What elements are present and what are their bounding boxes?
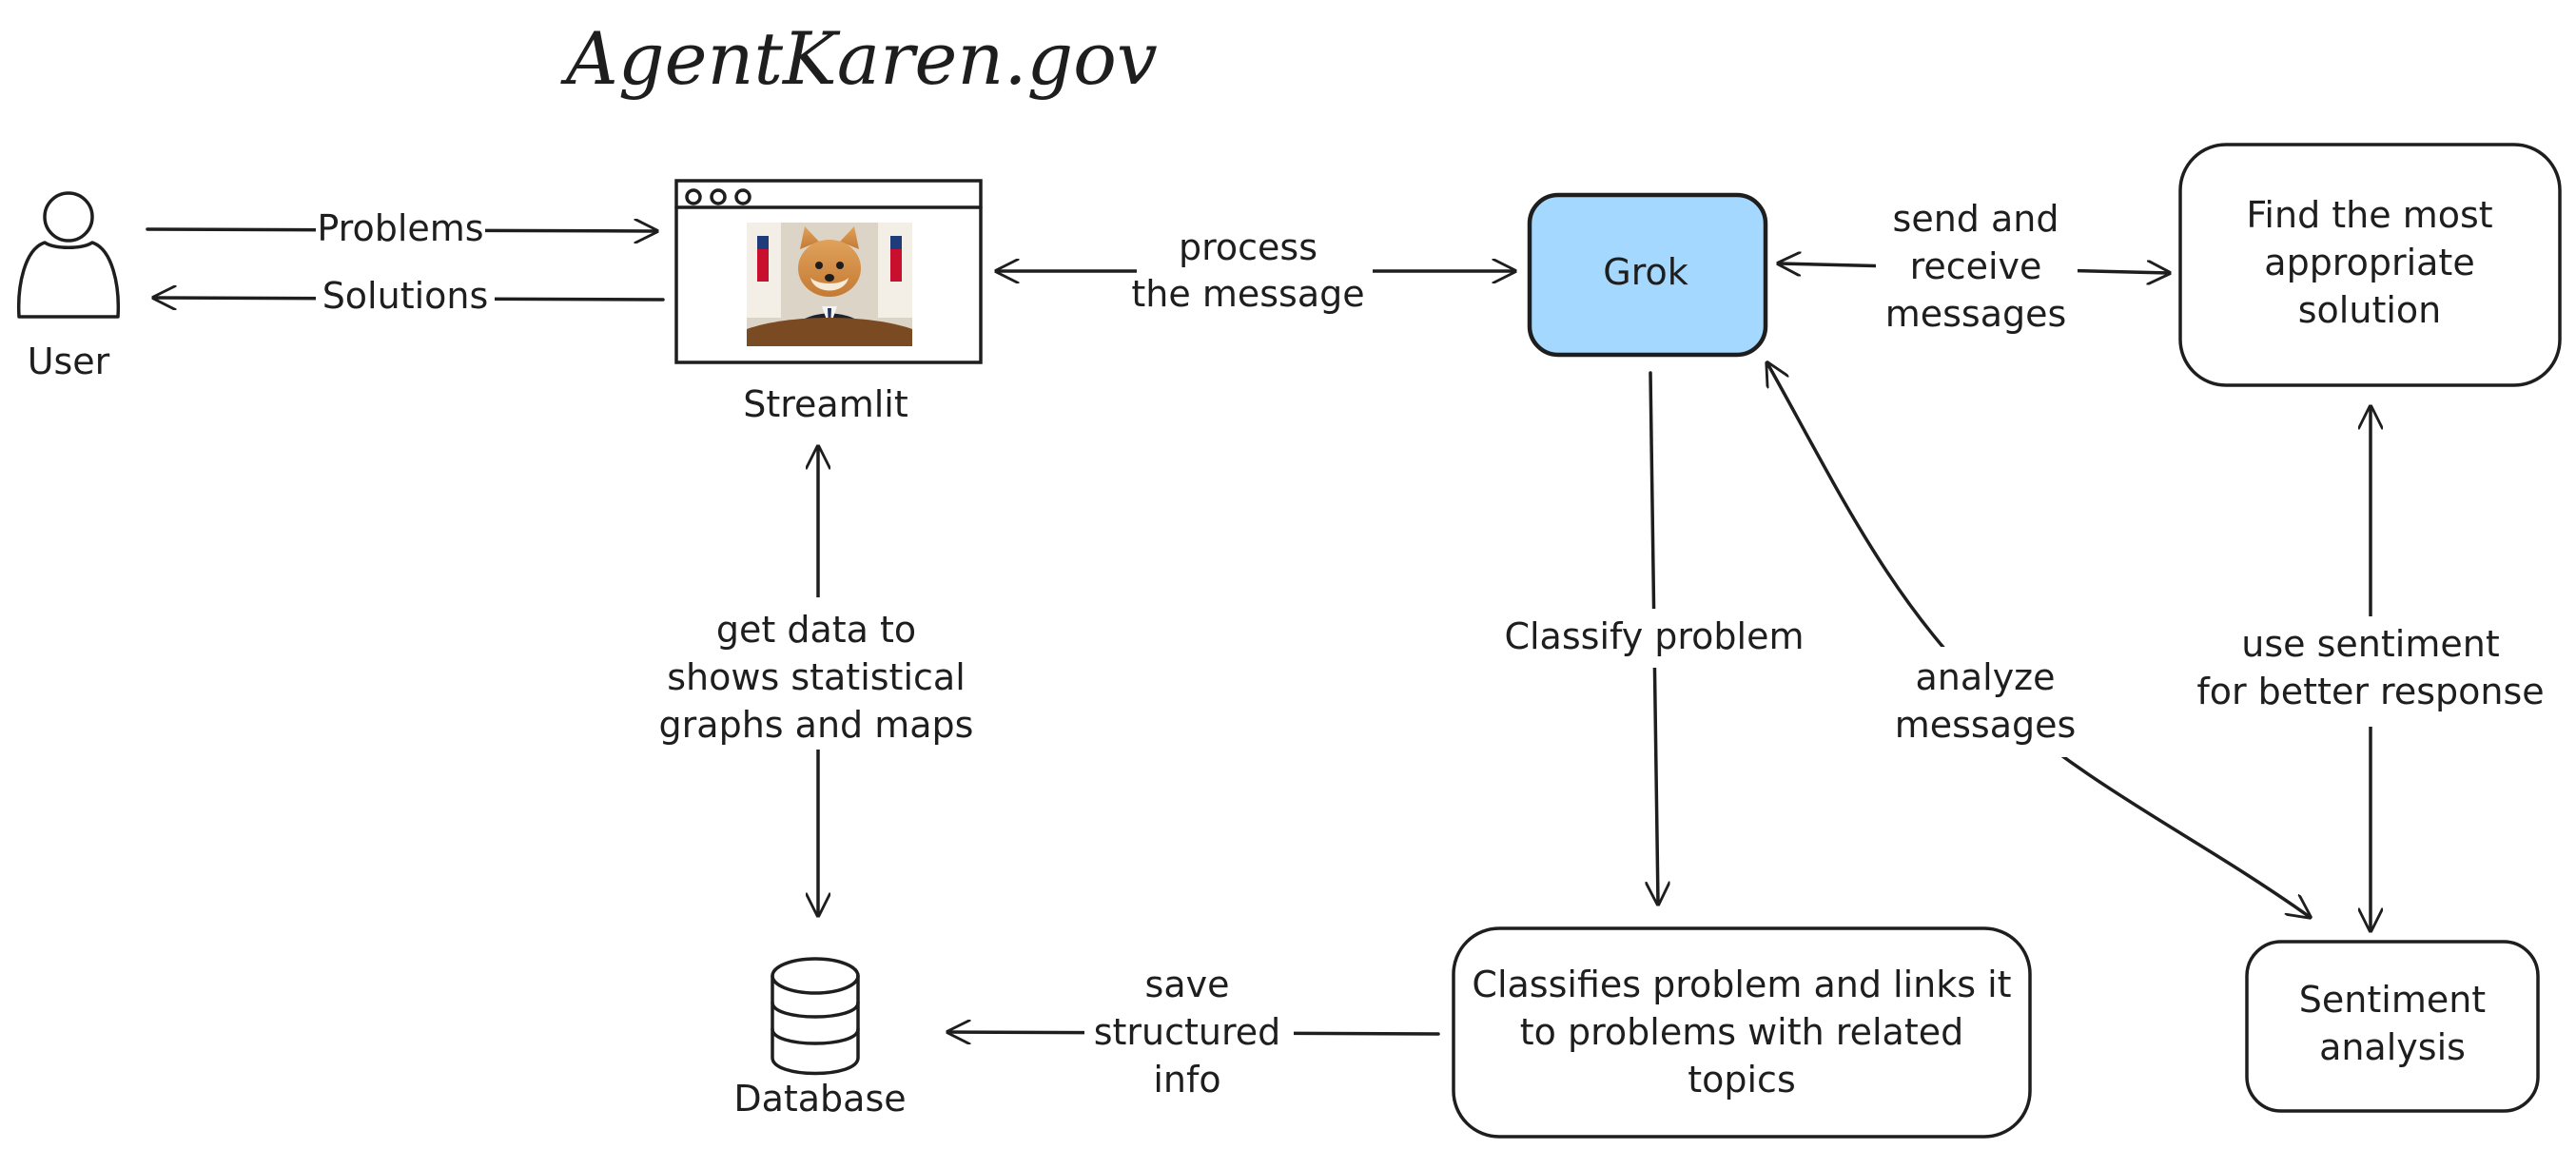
use-sentiment-label-2: for better response (2196, 671, 2544, 712)
process-label-2: the message (1131, 273, 1364, 315)
sentiment-label-1: Sentiment (2299, 979, 2486, 1021)
solutions-label: Solutions (322, 275, 489, 317)
send-receive-label-1: send and (1893, 198, 2059, 240)
edge-problems: Problems (146, 204, 656, 251)
process-label-1: process (1179, 226, 1317, 268)
streamlit-node: Streamlit (674, 179, 983, 425)
find-solution-node: Find the most appropriate solution (2178, 143, 2562, 387)
edge-analyze: analyze messages (1767, 363, 2310, 917)
send-receive-label-2: receive (1910, 245, 2042, 287)
user-node: User (16, 191, 121, 382)
grok-label: Grok (1603, 251, 1688, 293)
sentiment-label-2: analysis (2319, 1026, 2466, 1068)
find-solution-label-2: appropriate (2264, 242, 2474, 283)
sentiment-node: Sentiment analysis (2245, 940, 2540, 1113)
classify-label: Classify problem (1504, 615, 1804, 657)
edge-send-receive: send and receive messages (1779, 190, 2169, 342)
get-data-label-3: graphs and maps (659, 704, 974, 746)
fox-avatar-image (747, 223, 912, 346)
get-data-label-1: get data to (716, 609, 916, 651)
save-label-3: info (1153, 1059, 1220, 1101)
classifier-node: Classifies problem and links it to probl… (1452, 926, 2032, 1139)
save-label-1: save (1145, 964, 1230, 1005)
send-receive-label-3: messages (1885, 293, 2067, 335)
save-label-2: structured (1094, 1011, 1281, 1053)
grok-node: Grok (1527, 192, 1768, 358)
database-icon (771, 957, 860, 1076)
edge-get-data: get data to shows statistical graphs and… (647, 447, 989, 915)
analyze-label-2: messages (1895, 704, 2077, 746)
edge-solutions: Solutions (154, 272, 665, 320)
database-label: Database (733, 1078, 906, 1120)
use-sentiment-label-1: use sentiment (2241, 623, 2499, 665)
edge-classify: Classify problem (1499, 371, 1823, 904)
classifier-label-1: Classifies problem and links it (1472, 964, 2011, 1005)
diagram-title: AgentKaren.gov (560, 16, 1158, 101)
analyze-label-1: analyze (1915, 656, 2055, 698)
edge-save: save structured info (948, 963, 1440, 1115)
database-node: Database (733, 957, 907, 1120)
edge-use-sentiment: use sentiment for better response (2178, 407, 2559, 930)
classifier-label-2: to problems with related (1520, 1011, 1963, 1053)
streamlit-label: Streamlit (743, 383, 908, 425)
user-icon (16, 191, 121, 319)
find-solution-label-3: solution (2298, 289, 2441, 331)
edge-process: process the message (997, 221, 1514, 320)
classifier-label-3: topics (1688, 1059, 1796, 1101)
find-solution-label-1: Find the most (2246, 194, 2492, 236)
problems-label: Problems (317, 207, 483, 249)
get-data-label-2: shows statistical (667, 656, 966, 698)
user-label: User (28, 341, 110, 382)
